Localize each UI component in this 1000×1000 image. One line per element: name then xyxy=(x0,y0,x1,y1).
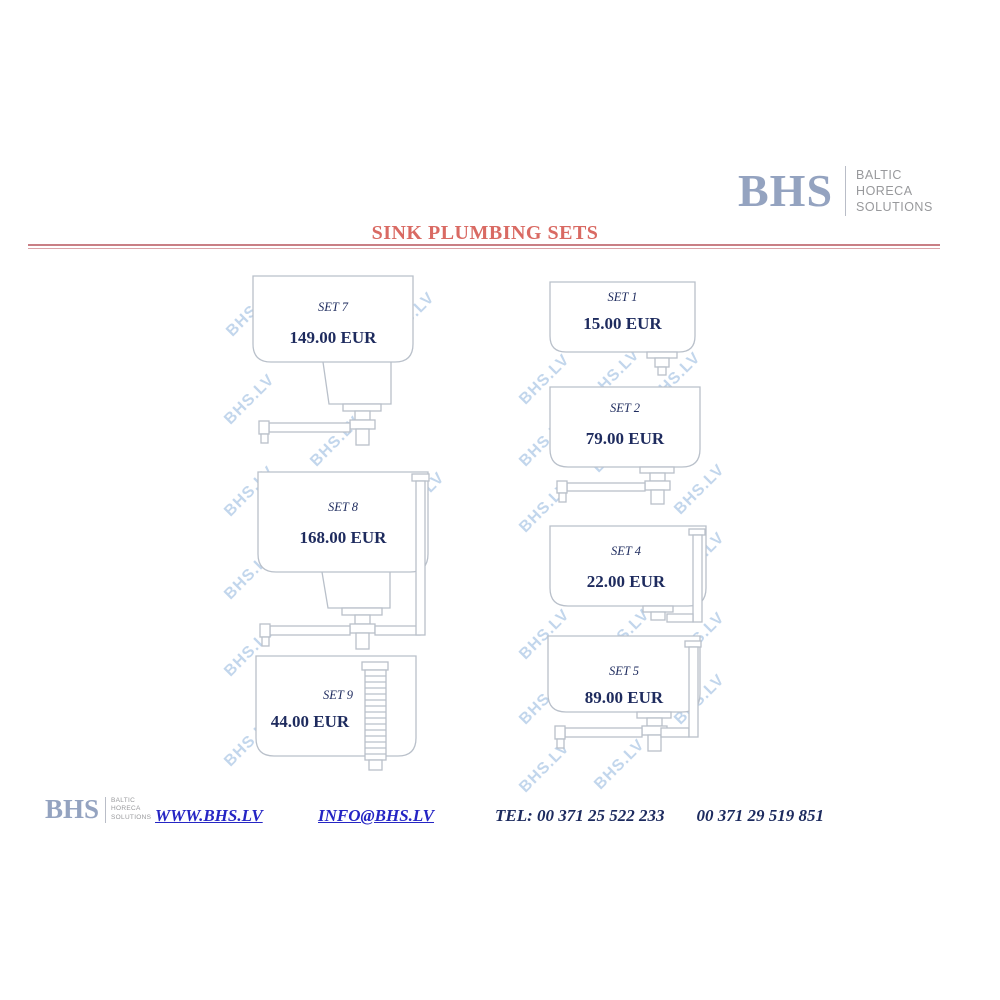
set-8-drawing xyxy=(257,471,430,650)
set-label: SET 4 xyxy=(611,544,641,558)
tagline-line: SOLUTIONS xyxy=(111,813,152,821)
overflow-pipe xyxy=(666,528,706,623)
set-1-drawing xyxy=(549,281,696,376)
set-7-drawing xyxy=(252,275,414,446)
set-label: SET 1 xyxy=(607,290,638,304)
set-price: 89.00 EUR xyxy=(584,688,664,707)
corrugated-pipe xyxy=(361,661,389,771)
bhs-logo: BHS BALTIC HORECA SOLUTIONS xyxy=(738,166,933,216)
page-title: SINK PLUMBING SETS xyxy=(371,222,599,244)
tagline-line: BALTIC xyxy=(111,796,136,804)
tagline-line: BALTIC xyxy=(856,167,902,182)
set-label: SET 5 xyxy=(609,664,639,678)
set-2-drawing xyxy=(549,386,701,505)
phone-number-1: TEL: 00 371 25 522 233 xyxy=(495,806,665,825)
sink-bowl xyxy=(549,386,701,468)
drain-assembly xyxy=(646,351,678,376)
overflow-pipe xyxy=(684,640,702,738)
drain-assembly xyxy=(341,607,383,650)
set-label: SET 8 xyxy=(328,500,358,514)
set-4-drawing xyxy=(549,525,707,623)
set-price: 15.00 EUR xyxy=(583,314,662,333)
bhs-logo-text: BHS xyxy=(738,165,834,216)
set-label: SET 9 xyxy=(323,688,353,702)
phone-numbers: TEL: 00 371 25 522 233 00 371 29 519 851 xyxy=(495,806,824,826)
set-price: 44.00 EUR xyxy=(270,712,350,731)
phone-number-2: 00 371 29 519 851 xyxy=(696,806,825,825)
sink-bowl xyxy=(549,281,696,353)
drain-assembly xyxy=(342,403,382,446)
drain-pipe xyxy=(259,623,421,647)
tagline-line: SOLUTIONS xyxy=(856,200,933,215)
tagline-line: HORECA xyxy=(856,183,913,198)
sink-bowl xyxy=(547,635,701,713)
tagline-line: HORECA xyxy=(111,805,141,813)
set-label: SET 7 xyxy=(318,300,348,314)
sink-bowl xyxy=(255,655,417,757)
sink-bowl xyxy=(549,525,707,607)
product-set-5: SET 5 89.00 EUR xyxy=(543,632,715,774)
product-set-9: SET 9 44.00 EUR xyxy=(250,652,445,777)
logo-divider xyxy=(845,166,847,216)
product-set-8: SET 8 168.00 EUR xyxy=(250,466,455,666)
set-price: 168.00 EUR xyxy=(299,528,387,547)
product-set-7: SET 7 149.00 EUR xyxy=(245,270,440,460)
bhs-logo-footer: BHS BALTIC HORECA SOLUTIONS xyxy=(45,796,151,823)
set-5-drawing xyxy=(547,635,702,752)
product-set-1: SET 1 15.00 EUR xyxy=(545,278,705,378)
set-price: 22.00 EUR xyxy=(586,572,666,591)
drain-pipe xyxy=(258,420,351,444)
overflow-pipe xyxy=(411,473,430,636)
drain-pipe xyxy=(554,725,690,749)
logo-divider xyxy=(105,796,107,823)
set-9-drawing xyxy=(255,655,417,771)
email-link[interactable]: INFO@BHS.LV xyxy=(318,806,435,825)
logo-tagline: BALTIC HORECA SOLUTIONS xyxy=(111,797,151,822)
product-set-4: SET 4 22.00 EUR xyxy=(545,520,717,635)
product-set-2: SET 2 79.00 EUR xyxy=(545,383,710,515)
website-link[interactable]: WWW.BHS.LV xyxy=(155,806,263,825)
bhs-logo-text: BHS xyxy=(45,794,100,824)
set-price: 79.00 EUR xyxy=(585,429,665,448)
drain-assembly xyxy=(636,711,672,752)
title-divider xyxy=(28,244,940,249)
drain-pipe xyxy=(556,480,646,503)
set-price: 149.00 EUR xyxy=(289,328,377,347)
logo-tagline: BALTIC HORECA SOLUTIONS xyxy=(856,167,933,216)
drain-assembly xyxy=(642,605,674,621)
drain-assembly xyxy=(639,466,675,505)
set-label: SET 2 xyxy=(610,401,640,415)
